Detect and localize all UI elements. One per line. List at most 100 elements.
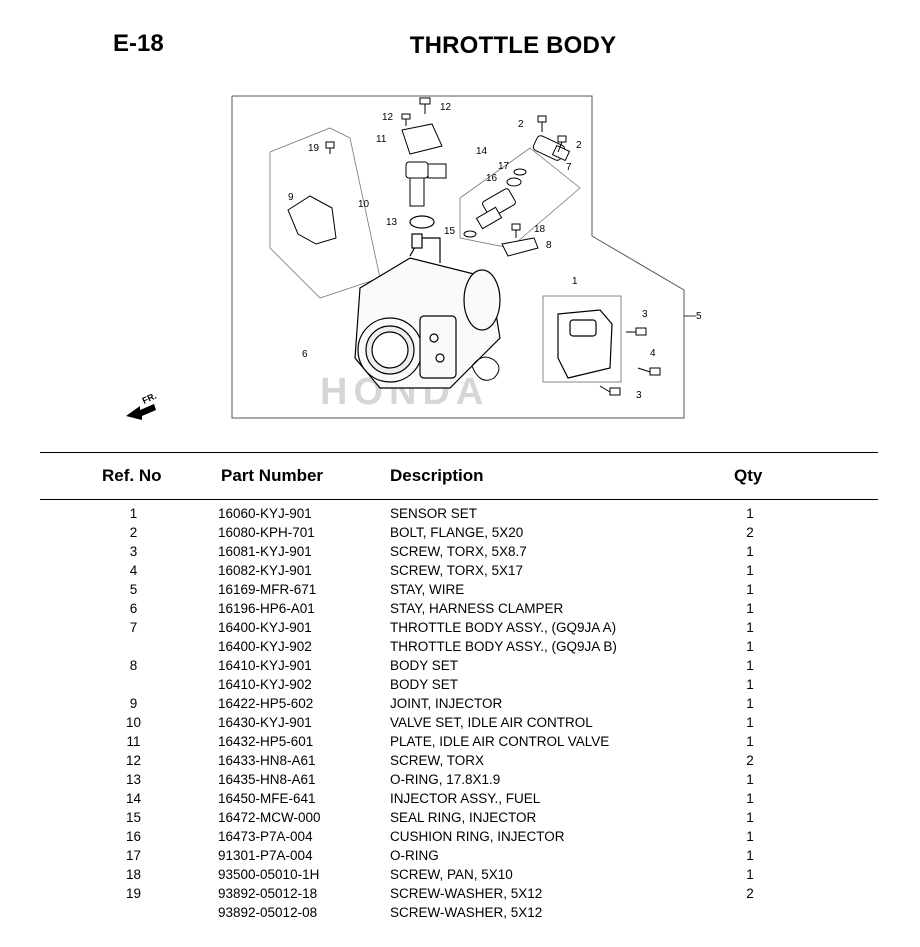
ref-cell: 13 xyxy=(125,772,142,787)
ref-cell: 19 xyxy=(125,886,142,901)
callout-11: 11 xyxy=(376,134,387,145)
header-part: Part Number xyxy=(221,466,324,485)
ref-cell: 12 xyxy=(125,753,142,768)
callout-6: 8 xyxy=(546,240,552,251)
callout-4: 4 xyxy=(650,348,656,359)
qty-cell: 1 xyxy=(746,601,754,616)
sensor-set-shape xyxy=(557,309,613,379)
part-number-cell: 16473-P7A-004 xyxy=(218,829,313,844)
part-number-cell: 16082-KYJ-901 xyxy=(218,563,312,578)
qty-cell: 1 xyxy=(746,506,754,521)
description-cell: SENSOR SET xyxy=(390,506,478,521)
description-cell: STAY, WIRE xyxy=(390,582,465,597)
description-cell: BODY SET xyxy=(390,658,459,673)
ref-cell: 18 xyxy=(125,867,142,882)
description-cell: BODY SET xyxy=(390,677,459,692)
description-cell: O-RING xyxy=(390,848,439,863)
callout-12b: 12 xyxy=(440,102,452,113)
qty-cell: 2 xyxy=(746,753,754,768)
exploded-diagram: HONDA xyxy=(110,88,710,428)
description-cell: INJECTOR ASSY., FUEL xyxy=(390,791,541,806)
qty-cell: 1 xyxy=(746,620,754,635)
ref-cell: 4 xyxy=(129,563,138,578)
part-number-cell: 16400-KYJ-902 xyxy=(218,639,312,654)
qty-cell: 1 xyxy=(746,677,754,692)
description-cell: BOLT, FLANGE, 5X20 xyxy=(390,525,524,540)
callout-14: 14 xyxy=(476,146,488,157)
qty-cell: 2 xyxy=(746,525,754,540)
ref-cell: 1 xyxy=(129,506,138,521)
ref-cell: 6 xyxy=(129,601,138,616)
qty-cell: 1 xyxy=(746,734,754,749)
part-number-cell: 16435-HN8-A61 xyxy=(218,772,316,787)
ref-cell: 16 xyxy=(125,829,142,844)
description-cell: SCREW, TORX, 5X17 xyxy=(390,563,524,578)
description-cell: SCREW, TORX xyxy=(390,753,485,768)
callout-9: 7 xyxy=(566,162,572,173)
ref-cell: 10 xyxy=(125,715,142,730)
injector-joint-shape xyxy=(532,135,571,162)
callout-10: 10 xyxy=(358,199,370,210)
callout-16: 16 xyxy=(486,173,498,184)
qty-cell: 2 xyxy=(746,886,754,901)
qty-cell: 1 xyxy=(746,810,754,825)
callout-18: 18 xyxy=(534,224,546,235)
callout-13: 13 xyxy=(386,217,398,228)
part-number-cell: 93892-05012-08 xyxy=(218,905,318,920)
cushion-ring-shape xyxy=(506,177,522,187)
part-number-cell: 16400-KYJ-901 xyxy=(218,620,312,635)
diagram-svg: HONDA xyxy=(126,95,702,420)
ref-cell: 14 xyxy=(125,791,142,806)
throttle-body-shape xyxy=(354,233,501,389)
table-header-rule xyxy=(40,499,878,500)
header-qty: Qty xyxy=(734,466,763,485)
description-cell: THROTTLE BODY ASSY., (GQ9JA B) xyxy=(390,639,617,654)
description-cell: SCREW, TORX, 5X8.7 xyxy=(390,544,527,559)
harness-stay-shape xyxy=(501,237,539,257)
qty-cell: 1 xyxy=(746,639,754,654)
qty-cell: 1 xyxy=(746,791,754,806)
table-row: 12 16433-HN8-A61 SCREW, TORX 2 xyxy=(0,752,920,771)
qty-cell: 1 xyxy=(746,829,754,844)
description-cell: SCREW-WASHER, 5X12 xyxy=(390,905,543,920)
qty-cell: 1 xyxy=(746,658,754,673)
callout-15: 15 xyxy=(444,226,456,237)
ref-cell: 9 xyxy=(129,696,138,711)
callout-12a: 12 xyxy=(382,112,394,123)
part-number-cell: 16430-KYJ-901 xyxy=(218,715,312,730)
callout-7: 5 xyxy=(696,311,702,322)
page-title: THROTTLE BODY xyxy=(409,32,617,59)
qty-cell: 1 xyxy=(746,867,754,882)
front-label: FR. xyxy=(141,391,158,406)
description-cell: STAY, HARNESS CLAMPER xyxy=(390,601,564,616)
qty-cell: 1 xyxy=(746,848,754,863)
ref-cell: 15 xyxy=(125,810,142,825)
description-cell: PLATE, IDLE AIR CONTROL VALVE xyxy=(390,734,610,749)
callout-2a: 2 xyxy=(518,119,524,130)
qty-cell: 1 xyxy=(746,715,754,730)
o-ring-17-shape xyxy=(513,168,527,176)
part-number-cell: 16472-MCW-000 xyxy=(218,810,321,825)
iac-plate-shape xyxy=(401,123,443,155)
callout-19: 19 xyxy=(308,143,320,154)
ref-cell: 17 xyxy=(125,848,142,863)
part-number-cell: 16433-HN8-A61 xyxy=(218,753,316,768)
part-number-cell: 93892-05012-18 xyxy=(218,886,318,901)
description-cell: CUSHION RING, INJECTOR xyxy=(390,829,565,844)
header-desc: Description xyxy=(390,466,484,485)
qty-cell: 1 xyxy=(746,696,754,711)
seal-loop xyxy=(471,356,500,381)
callout-8: 6 xyxy=(302,349,308,360)
table-row: 93892-05012-08 SCREW-WASHER, 5X12 xyxy=(0,904,920,923)
